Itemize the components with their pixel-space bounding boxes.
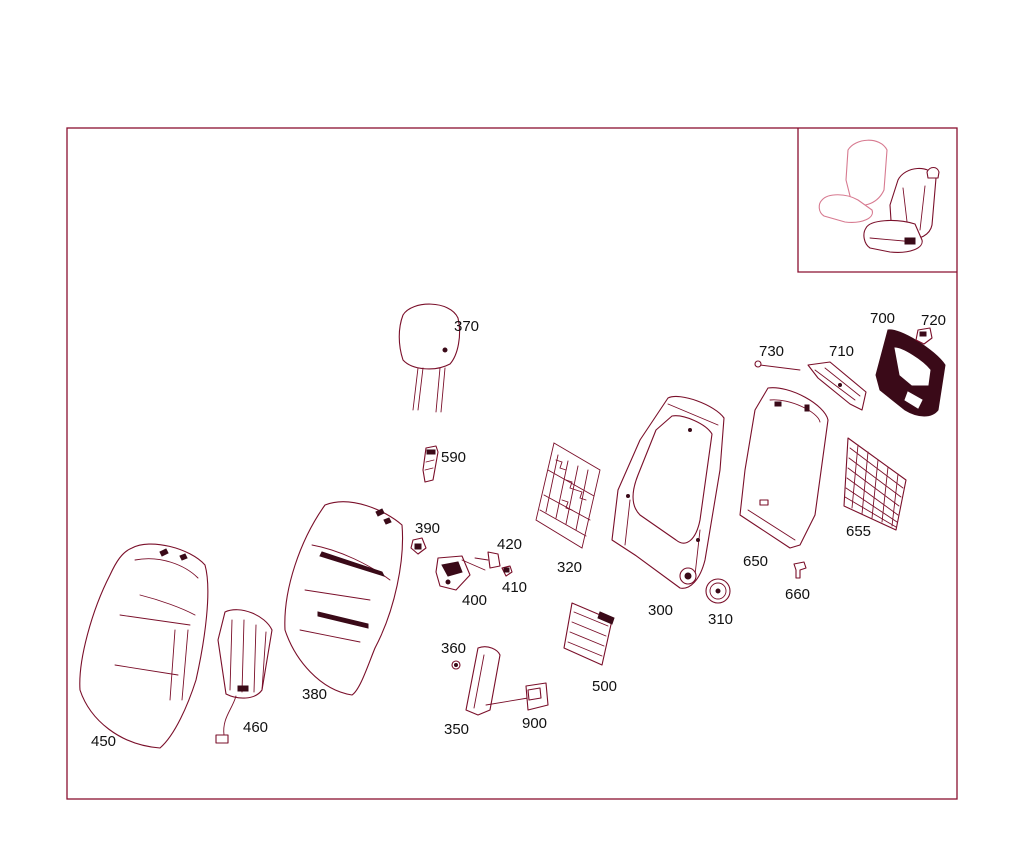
part-310-knob bbox=[705, 578, 731, 604]
part-655-grille bbox=[843, 437, 907, 531]
label-730: 730 bbox=[759, 343, 784, 360]
part-labels: 370 590 390 400 420 410 320 300 310 650 … bbox=[91, 310, 946, 750]
label-370: 370 bbox=[454, 318, 479, 335]
part-650-backrest-panel bbox=[739, 387, 829, 549]
label-500: 500 bbox=[592, 678, 617, 695]
part-370-headrest bbox=[398, 303, 461, 413]
label-390: 390 bbox=[415, 520, 440, 537]
part-360-nut bbox=[451, 660, 461, 670]
label-655: 655 bbox=[846, 523, 871, 540]
part-500-lumbar-support bbox=[563, 602, 615, 666]
part-420-fastener bbox=[474, 551, 501, 569]
part-720-clip bbox=[915, 327, 933, 345]
seat-overview-icon bbox=[797, 128, 957, 273]
label-720: 720 bbox=[921, 312, 946, 329]
label-350: 350 bbox=[444, 721, 469, 738]
label-650: 650 bbox=[743, 553, 768, 570]
part-400-mechanism bbox=[435, 555, 486, 591]
part-730-pin bbox=[754, 360, 801, 371]
label-460: 460 bbox=[243, 719, 268, 736]
label-310: 310 bbox=[708, 611, 733, 628]
part-320-spring-mat bbox=[535, 442, 601, 549]
part-450-backrest-cover bbox=[79, 543, 209, 749]
part-390-clip bbox=[410, 537, 427, 555]
part-900-airbag-label bbox=[525, 682, 549, 711]
part-460-heating-mat bbox=[215, 609, 273, 744]
label-300: 300 bbox=[648, 602, 673, 619]
label-320: 320 bbox=[557, 559, 582, 576]
part-700-trim-panel bbox=[875, 329, 946, 417]
label-710: 710 bbox=[829, 343, 854, 360]
label-380: 380 bbox=[302, 686, 327, 703]
label-400: 400 bbox=[462, 592, 487, 609]
label-590: 590 bbox=[441, 449, 466, 466]
part-660-screw bbox=[793, 561, 807, 579]
part-710-bracket bbox=[807, 361, 867, 411]
part-380-backrest-cushion bbox=[284, 501, 404, 696]
part-300-backrest-frame bbox=[611, 396, 725, 589]
label-660: 660 bbox=[785, 586, 810, 603]
label-360: 360 bbox=[441, 640, 466, 657]
label-700: 700 bbox=[870, 310, 895, 327]
label-450: 450 bbox=[91, 733, 116, 750]
part-410-bolt bbox=[501, 565, 513, 577]
part-350-side-trim bbox=[465, 646, 529, 716]
part-590-guide bbox=[422, 445, 439, 483]
diagram-frame bbox=[66, 127, 958, 800]
label-420: 420 bbox=[497, 536, 522, 553]
label-410: 410 bbox=[502, 579, 527, 596]
label-900: 900 bbox=[522, 715, 547, 732]
